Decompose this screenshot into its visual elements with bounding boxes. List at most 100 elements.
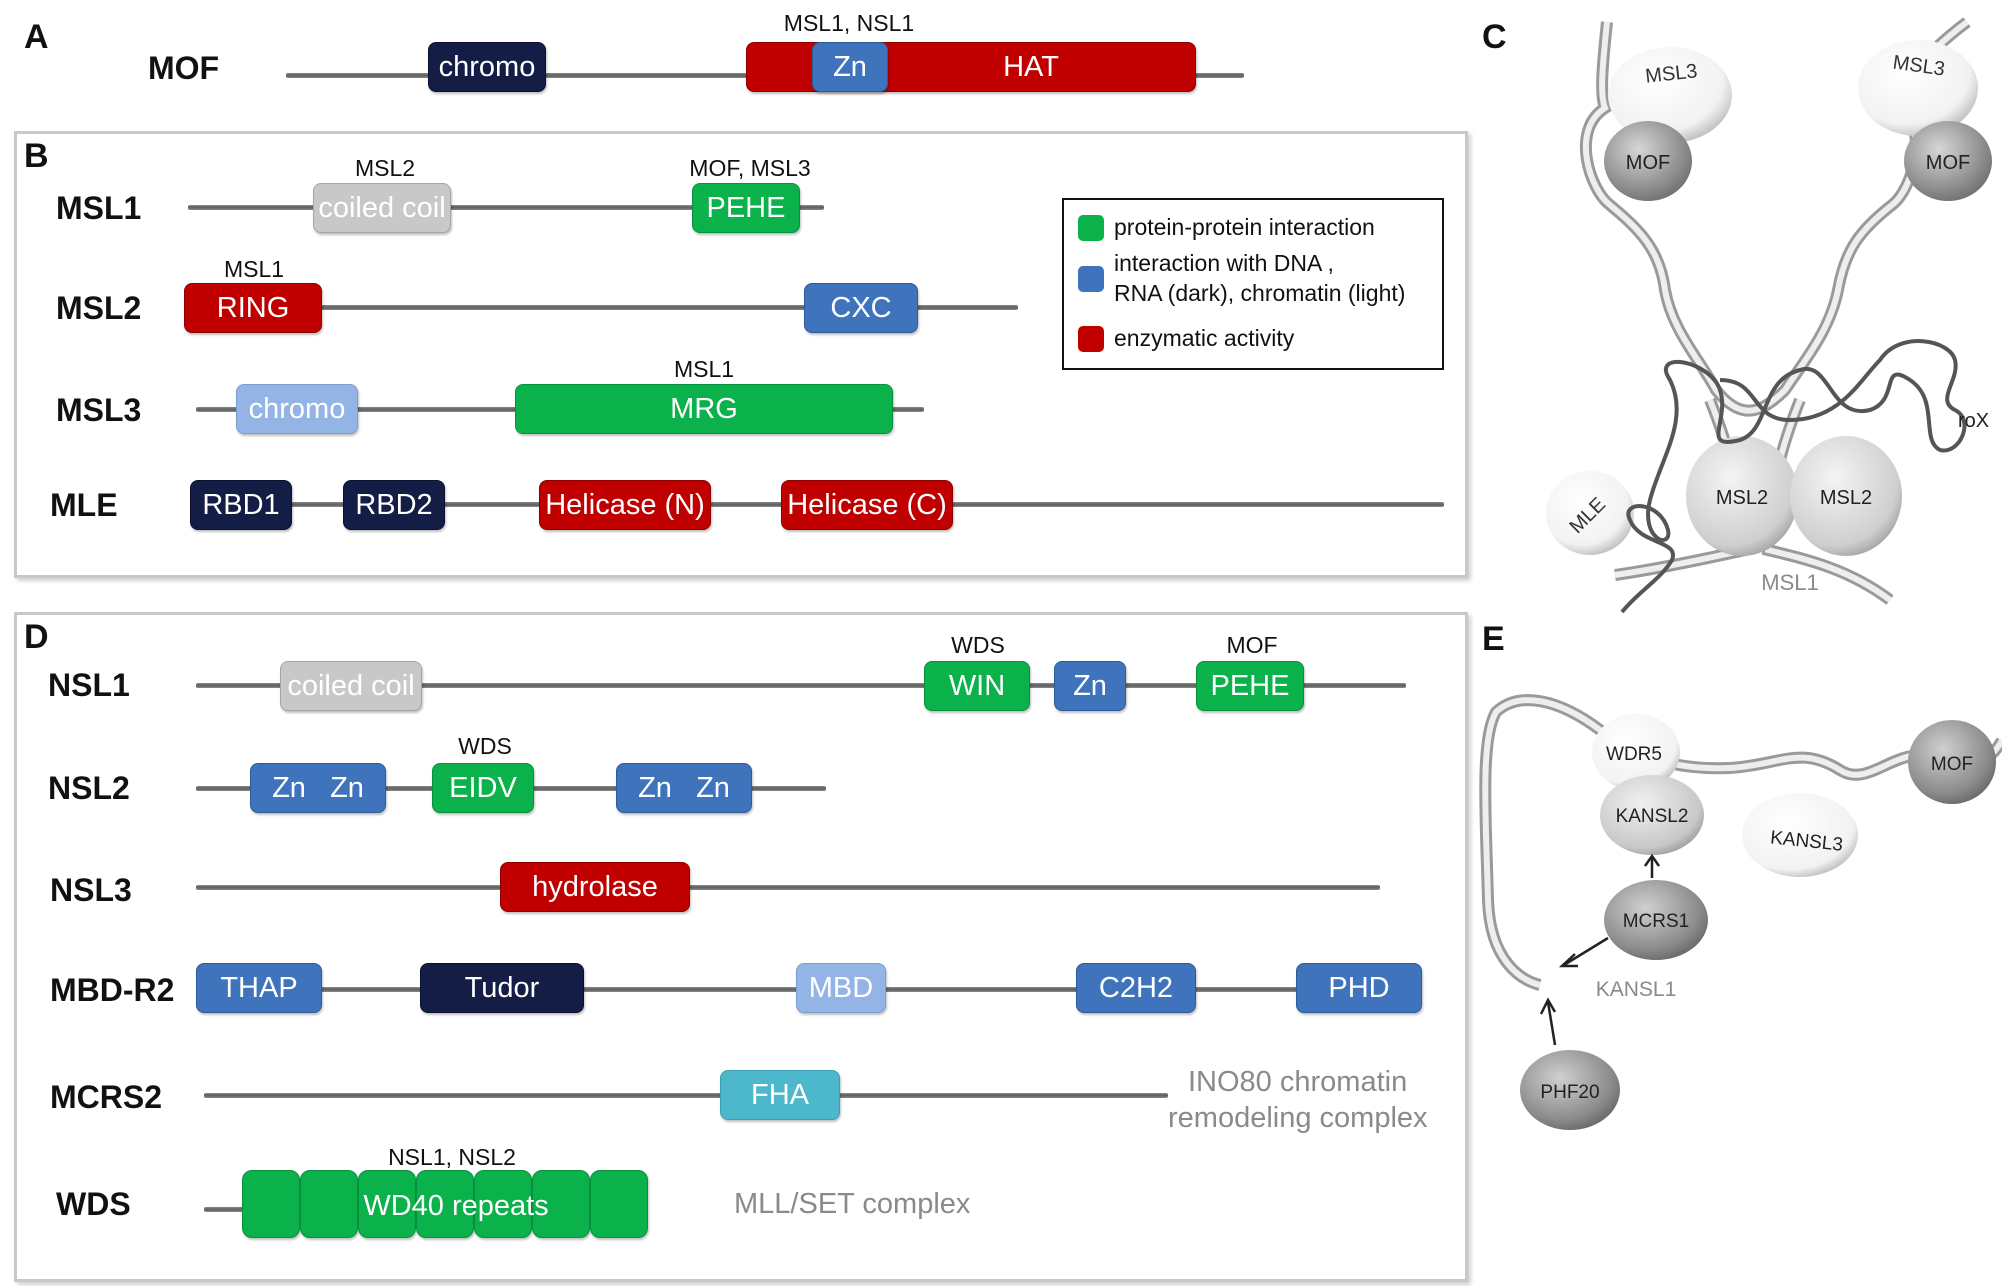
mcrs2-backbone <box>204 1093 1168 1098</box>
ino80-note-line2: remodeling complex <box>1168 1102 1428 1134</box>
protein-name-mle: MLE <box>50 487 118 523</box>
wds-annotation-nsl: NSL1, NSL2 <box>388 1144 516 1170</box>
phf20-label: PHF20 <box>1540 1082 1599 1103</box>
legend-label-ppi: protein-protein interaction <box>1114 214 1375 240</box>
panel-label-a: A <box>24 18 49 56</box>
rox-label: roX <box>1958 410 1989 432</box>
mcrs2-fha-domain: FHA <box>720 1070 840 1120</box>
msl1-annotation-msl2: MSL2 <box>354 155 416 181</box>
ino80-note-line1: INO80 chromatin <box>1188 1066 1408 1098</box>
panel-label-c: C <box>1482 18 1507 56</box>
panel-label-b: B <box>24 137 49 175</box>
nsl1-coiled-coil-domain: coiled coil <box>280 661 422 711</box>
nsl3-hydrolase-domain: hydrolase <box>500 862 690 912</box>
mbd-r2-thap-domain: THAP <box>196 963 322 1013</box>
kansl2-ball <box>1600 775 1704 855</box>
nsl2-zn-zn-domain-2: Zn Zn <box>616 763 752 813</box>
msl1-annotation-mof-msl3: MOF, MSL3 <box>689 155 811 181</box>
panel-label-e: E <box>1482 620 1505 658</box>
protein-name-mof: MOF <box>148 50 220 86</box>
panel-label-d: D <box>24 618 49 656</box>
legend-swatch-green <box>1078 215 1104 241</box>
msl1-backbone <box>188 205 824 210</box>
nsl1-backbone <box>196 683 1406 688</box>
wds-wd40-repeat-3 <box>358 1170 416 1238</box>
msl2-ring-domain: RING <box>184 283 322 333</box>
protein-name-msl2: MSL2 <box>56 290 142 326</box>
mof-right-label: MOF <box>1926 152 1970 174</box>
protein-name-mcrs2: MCRS2 <box>50 1079 163 1115</box>
wds-wd40-repeat-2 <box>300 1170 358 1238</box>
legend-label-enzymatic: enzymatic activity <box>1114 325 1295 351</box>
nsl1-win-domain: WIN <box>924 661 1030 711</box>
phf20-ball <box>1520 1050 1620 1130</box>
kansl3-blob <box>1742 793 1858 877</box>
mbd-r2-phd-domain: PHD <box>1296 963 1422 1013</box>
mcrs1-ball <box>1604 880 1708 960</box>
msl2-backbone <box>186 305 1018 310</box>
msl3-left-label: MSL3 <box>1644 60 1698 87</box>
rox-rna-strand <box>1620 339 1967 614</box>
mof-zn-domain: Zn <box>812 42 888 92</box>
mof-e-label: MOF <box>1931 754 1973 775</box>
nsl1-annotation-mof: MOF <box>1226 632 1278 658</box>
mof-annotation: MSL1, NSL1 <box>783 10 915 36</box>
legend-label-dna-line2: RNA (dark), chromatin (light) <box>1114 280 1406 306</box>
msl3-annotation-msl1: MSL1 <box>673 356 735 382</box>
mbd-r2-mbd-domain: MBD <box>796 963 886 1013</box>
protein-name-msl3: MSL3 <box>56 392 142 428</box>
nsl3-backbone <box>196 885 1380 890</box>
legend-label-dna-line1: interaction with DNA , <box>1114 250 1334 276</box>
legend: protein-protein interaction interaction … <box>1062 198 1444 370</box>
mle-helicase-n-domain: Helicase (N) <box>539 480 711 530</box>
msl1-coiled-coil-domain: coiled coil <box>313 183 451 233</box>
msl3-mrg-domain: MRG <box>515 384 893 434</box>
mcrs1-label: MCRS1 <box>1623 911 1690 932</box>
msl2-right-label: MSL2 <box>1820 487 1872 509</box>
protein-name-msl1: MSL1 <box>56 190 142 226</box>
msl2-cxc-domain: CXC <box>804 283 918 333</box>
mle-rbd1-domain: RBD1 <box>190 480 292 530</box>
wdr5-blob <box>1592 714 1680 790</box>
mof-chromo-domain: chromo <box>428 42 546 92</box>
nsl1-annotation-wds: WDS <box>951 632 1005 658</box>
msl2-left-ball <box>1686 436 1798 556</box>
wdr5-label: WDR5 <box>1606 744 1662 765</box>
nsl2-eidv-domain: EIDV <box>432 763 534 813</box>
mle-helicase-c-domain: Helicase (C) <box>781 480 953 530</box>
wds-wd40-repeat-5 <box>474 1170 532 1238</box>
nsl1-zn-domain: Zn <box>1054 661 1126 711</box>
kansl1-label: KANSL1 <box>1596 978 1677 1001</box>
msl3-right-blob <box>1858 40 1978 136</box>
protein-name-wds: WDS <box>56 1186 131 1222</box>
mle-rbd2-domain: RBD2 <box>343 480 445 530</box>
protein-name-nsl3: NSL3 <box>50 872 132 908</box>
interaction-arrows <box>1539 853 1661 1046</box>
msl1-label: MSL1 <box>1761 570 1818 595</box>
nsl2-annotation-wds: WDS <box>458 733 512 759</box>
mbd-r2-tudor-domain: Tudor <box>420 963 584 1013</box>
mof-e-ball <box>1908 720 1996 804</box>
mll-set-note: MLL/SET complex <box>734 1188 971 1220</box>
nsl2-zn-zn-domain-1: Zn Zn <box>250 763 386 813</box>
msl2-left-label: MSL2 <box>1716 487 1768 509</box>
protein-name-mbd-r2: MBD-R2 <box>50 972 175 1008</box>
msl2-annotation-msl1: MSL1 <box>223 256 285 282</box>
protein-name-nsl2: NSL2 <box>48 770 130 806</box>
mof-left-label: MOF <box>1626 152 1670 174</box>
mof-right-ball <box>1904 121 1992 201</box>
msl3-left-blob <box>1608 47 1732 143</box>
wds-wd40-repeat-4 <box>416 1170 474 1238</box>
protein-name-nsl1: NSL1 <box>48 667 130 703</box>
mof-hat-label: HAT <box>1003 50 1059 83</box>
msl3-chromo-domain: chromo <box>236 384 358 434</box>
wds-wd40-label: WD40 repeats <box>363 1190 549 1222</box>
mof-left-ball <box>1604 121 1692 201</box>
legend-swatch-red <box>1078 326 1104 352</box>
wds-wd40-repeat-6 <box>532 1170 590 1238</box>
nsl1-pehe-domain: PEHE <box>1196 661 1304 711</box>
kansl2-label: KANSL2 <box>1616 806 1689 827</box>
